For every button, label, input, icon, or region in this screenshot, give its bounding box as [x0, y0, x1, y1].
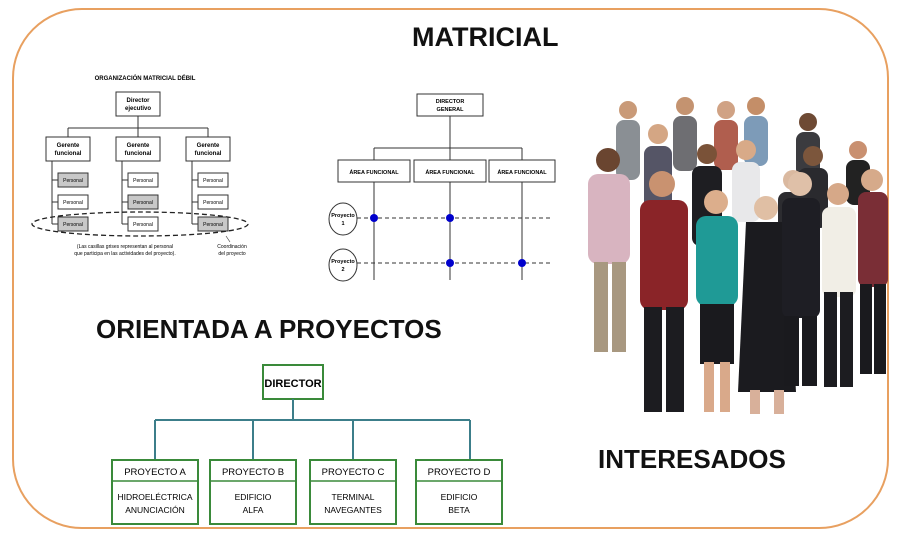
project-b-name: PROYECTO B [222, 467, 284, 478]
heading-orientada-a-proyectos: ORIENTADA A PROYECTOS [96, 314, 442, 344]
staff-label: Personal [63, 178, 83, 184]
project-b-line1: EDIFICIO [235, 492, 272, 502]
heading-interesados: INTERESADOS [598, 444, 786, 474]
project-c-line1: TERMINAL [332, 492, 375, 502]
project-a-box: PROYECTO A HIDROELÉCTRICA ANUNCIACIÓN [111, 459, 199, 525]
project-2-dot [518, 259, 526, 267]
staff-label: Personal [203, 222, 223, 228]
project-c-line2: NAVEGANTES [324, 505, 382, 515]
manager-column-1: Gerente funcional Personal Personal Pers… [45, 136, 91, 232]
staff-label: Personal [203, 178, 223, 184]
project-2-dot [446, 259, 454, 267]
gray-box-note-2: que participa en las actividades del pro… [74, 251, 175, 257]
project-b-box: PROYECTO B EDIFICIO ALFA [209, 459, 297, 525]
heading-matricial: MATRICIAL [412, 22, 559, 52]
project-1-dot [446, 214, 454, 222]
manager-label: Gerente [127, 143, 150, 149]
functional-area-label: ÁREA FUNCIONAL [497, 169, 547, 176]
project-d-line2: BETA [448, 505, 470, 515]
manager-label: Gerente [57, 143, 80, 149]
coordination-label-1: Coordinación [217, 244, 247, 250]
coordination-label-2: del proyecto [218, 251, 245, 257]
project-1-node [328, 202, 358, 236]
manager-column-3: Gerente funcional Personal Personal Pers… [185, 136, 231, 232]
weak-matrix-title: ORGANIZACIÓN MATRICIAL DÉBIL [95, 74, 196, 82]
functional-area-label: ÁREA FUNCIONAL [349, 169, 399, 176]
staff-label: Personal [63, 222, 83, 228]
gray-box-note-1: (Las casillas grises representan al pers… [77, 244, 173, 250]
project-a-line2: ANUNCIACIÓN [125, 505, 185, 515]
staff-label: Personal [63, 200, 83, 206]
general-director-label-2: GENERAL [437, 107, 465, 113]
project-a-line1: HIDROELÉCTRICA [117, 492, 192, 502]
weak-matrix-org-chart: ORGANIZACIÓN MATRICIAL DÉBIL Director ej… [31, 74, 249, 257]
director-label-1: Director [126, 98, 150, 104]
director-label: DIRECTOR [264, 378, 321, 390]
project-c-name: PROYECTO C [322, 467, 385, 478]
general-director-label-1: DIRECTOR [436, 99, 465, 105]
project-1-number: 1 [341, 221, 344, 227]
matrix-diagram: DIRECTOR GENERAL ÁREA FUNCIONAL ÁREA FUN… [328, 93, 556, 282]
manager-label: Gerente [197, 143, 220, 149]
staff-label: Personal [133, 222, 153, 228]
staff-label: Personal [203, 200, 223, 206]
coordination-ellipse [31, 211, 249, 237]
project-1-label: Proyecto [331, 213, 355, 219]
project-1-dot [370, 214, 378, 222]
manager-column-2: Gerente funcional Personal Personal Pers… [115, 136, 161, 232]
projectized-org-chart: DIRECTOR PROYECTO A HIDROELÉCTRICA ANUNC… [111, 364, 503, 525]
director-label-2: ejecutivo [125, 106, 151, 112]
project-c-box: PROYECTO C TERMINAL NAVEGANTES [309, 459, 397, 525]
project-2-node [328, 248, 358, 282]
group-of-people-photo [588, 97, 888, 414]
project-d-box: PROYECTO D EDIFICIO BETA [415, 459, 503, 525]
project-d-line1: EDIFICIO [441, 492, 478, 502]
manager-label: funcional [125, 151, 152, 157]
staff-label: Personal [133, 200, 153, 206]
project-b-line2: ALFA [243, 505, 264, 515]
project-a-name: PROYECTO A [124, 467, 186, 478]
project-d-name: PROYECTO D [428, 467, 491, 478]
staff-label: Personal [133, 178, 153, 184]
project-2-number: 2 [341, 267, 344, 273]
manager-label: funcional [195, 151, 222, 157]
project-2-label: Proyecto [331, 259, 355, 265]
manager-label: funcional [55, 151, 82, 157]
functional-area-label: ÁREA FUNCIONAL [425, 169, 475, 176]
